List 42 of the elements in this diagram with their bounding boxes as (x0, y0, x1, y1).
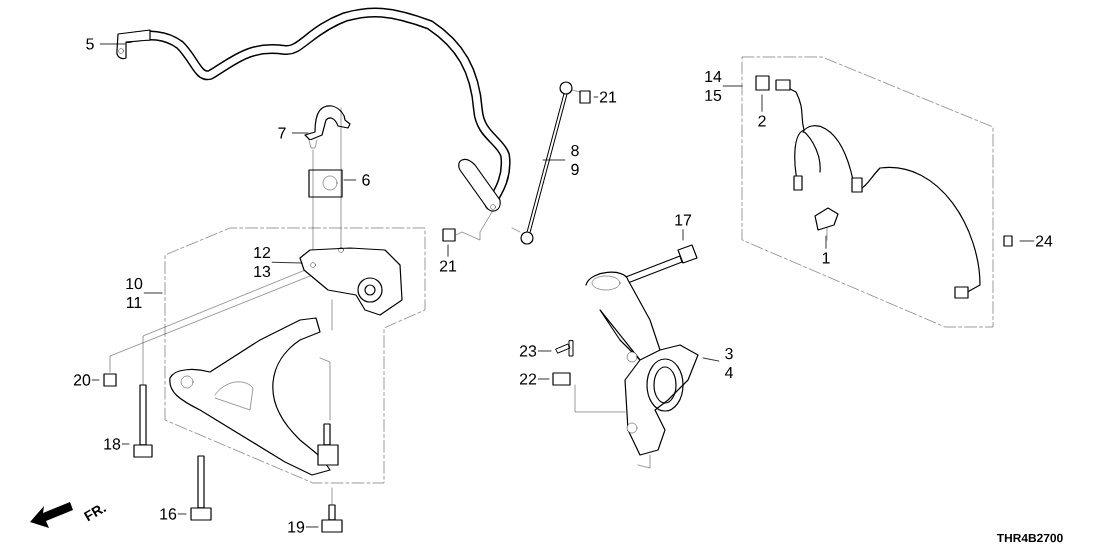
callout-number: 22 (519, 373, 537, 385)
leader-line (305, 526, 319, 528)
callout-number: 20 (73, 374, 91, 386)
callout-number: 19 (288, 521, 305, 533)
callout-number: 21 (439, 260, 457, 272)
callout-number: 5 (86, 38, 94, 50)
callout-number: 7 (278, 127, 286, 139)
leader-line (825, 235, 827, 249)
callout-number: 1 (822, 252, 830, 264)
leader-line (91, 379, 100, 381)
leader-line (121, 443, 130, 445)
leader-line (177, 513, 187, 515)
callout-number: 18 (104, 438, 121, 450)
leader-line (537, 378, 550, 380)
callout-number: 8 9 (571, 144, 579, 176)
leader-line (722, 85, 743, 87)
callout-number: 24 (1035, 235, 1053, 247)
leader-line (593, 96, 599, 98)
leader-line (761, 94, 763, 112)
callout-number: 10 11 (126, 277, 143, 308)
leader-line (702, 357, 720, 362)
callout-number: 12 13 (254, 246, 271, 278)
leader-line (447, 244, 449, 257)
callout-number: 6 (362, 174, 370, 186)
leader-line (537, 350, 552, 352)
callout-number: 23 (519, 345, 537, 357)
callout-number: 16 (160, 508, 177, 520)
leader-line (542, 159, 566, 161)
callout-number: 2 (758, 115, 766, 127)
leader-line (343, 179, 357, 181)
callout-number: 14 15 (705, 70, 722, 101)
leader-line (1019, 240, 1035, 242)
direction-label: FR. (83, 505, 107, 522)
callout-number: 21 (599, 91, 617, 103)
leader-line (291, 132, 309, 134)
leader-line (682, 229, 684, 241)
leader-line (143, 292, 163, 294)
callout-number: 3 4 (724, 347, 733, 378)
callout-number: 17 (675, 214, 692, 226)
diagram-code: THR4B2700 (996, 533, 1063, 543)
leader-line (99, 43, 126, 45)
leader-line (271, 261, 303, 264)
